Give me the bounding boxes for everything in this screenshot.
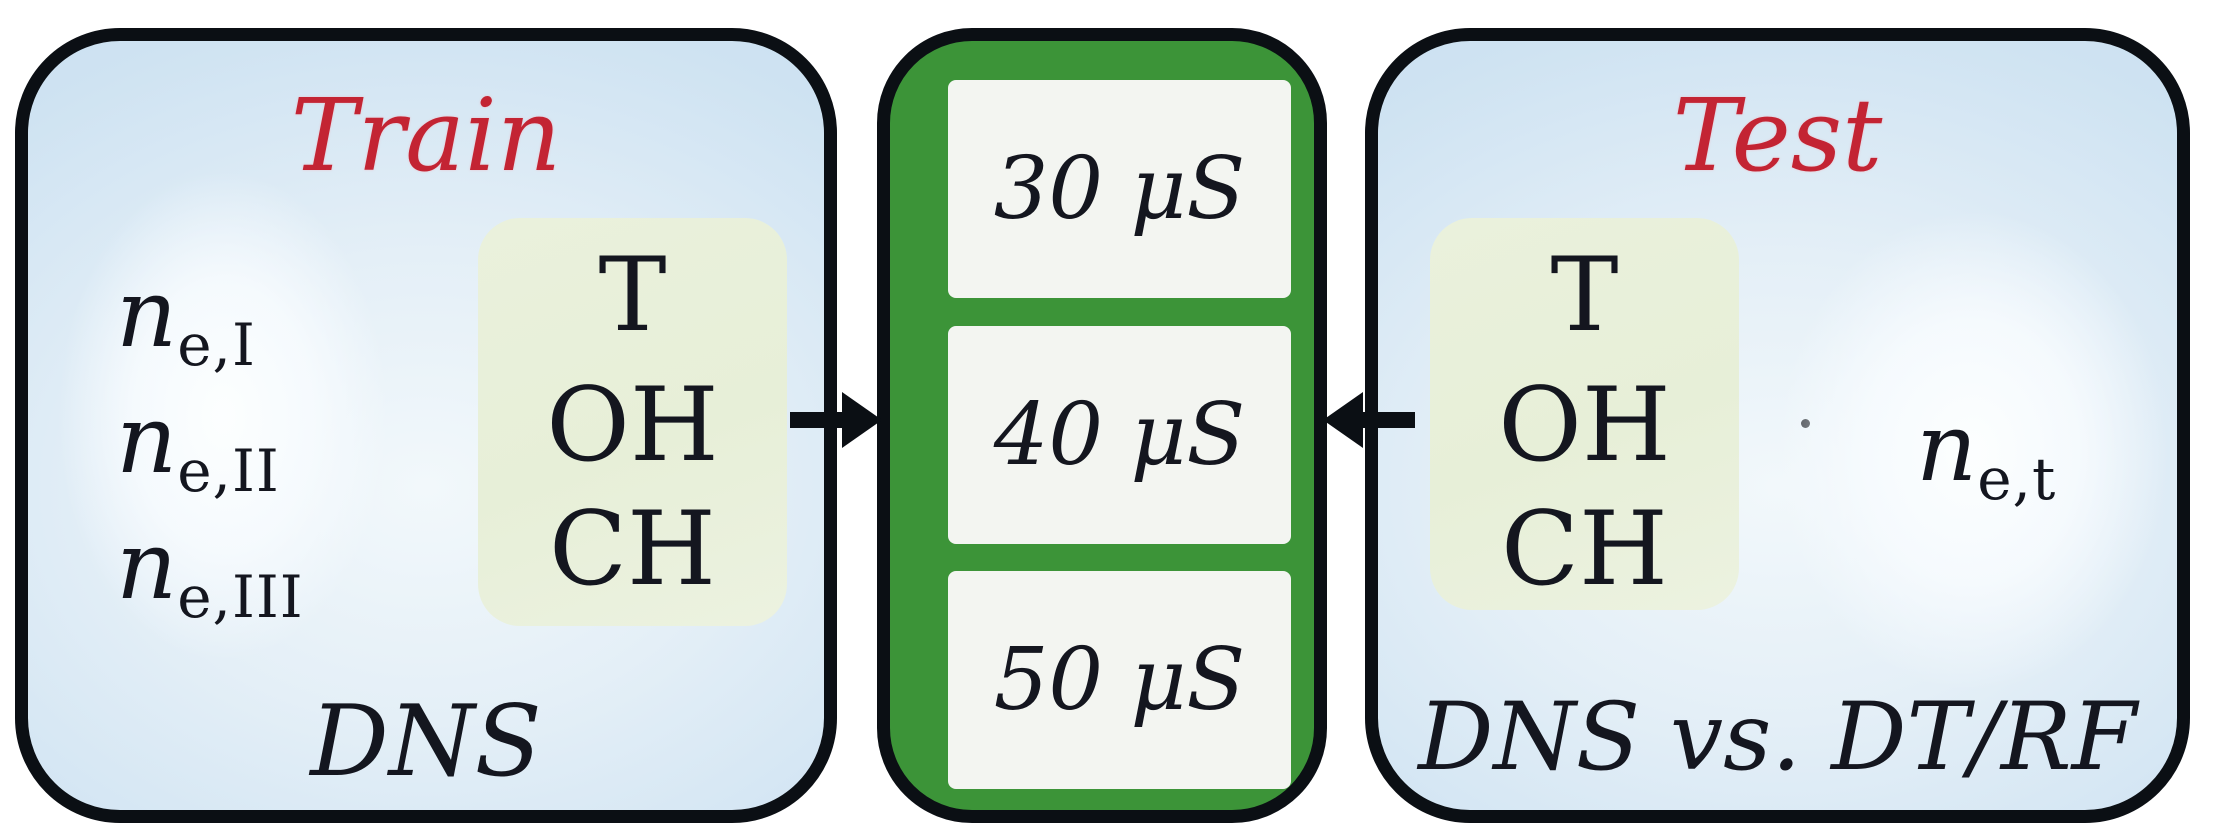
species-oh: OH [1498,366,1671,485]
arrow-head [1323,392,1363,448]
density-subscript: e,III [177,562,304,631]
species-oh: OH [546,366,719,485]
arrow-shaft [790,412,842,428]
time-label: 50 μS [993,630,1246,730]
test-caption: DNS vs. DT/RF [1418,683,2137,792]
species-temperature: T [598,236,667,355]
time-box-40: 40 μS [948,326,1291,544]
density-label-ne1: ne,I [116,259,256,379]
time-box-50: 50 μS [948,571,1291,789]
test-density-ellipse [1778,211,2168,691]
density-subscript: e,II [177,436,280,505]
species-temperature: T [1550,236,1619,355]
density-symbol: n [116,259,178,369]
density-label-ne3: ne,III [116,511,304,631]
density-subscript: e,I [177,310,256,379]
test-species-box: T OH CH [1430,218,1739,610]
density-symbol: n [1916,393,1978,503]
test-panel: Test T OH CH ne,t DNS vs. DT/RF [1365,28,2190,823]
species-ch: CH [549,490,716,609]
time-label: 40 μS [993,385,1246,485]
time-box-30: 30 μS [948,80,1291,298]
train-panel-title: Train [290,77,562,194]
arrow-head [842,392,882,448]
arrow-left-icon [1323,392,1415,448]
density-label-net: ne,t [1916,393,2056,513]
train-species-box: T OH CH [478,218,787,626]
density-symbol: n [116,511,178,621]
train-density-ellipse [58,171,388,661]
time-panel: 30 μS 40 μS 50 μS [877,28,1327,823]
species-ch: CH [1501,490,1668,609]
test-panel-title: Test [1672,77,1883,194]
density-symbol: n [116,385,178,495]
train-caption: DNS [310,685,542,799]
arrow-shaft [1363,412,1415,428]
density-label-ne2: ne,II [116,385,280,505]
train-panel: Train ne,I ne,II ne,III T OH CH DNS [15,28,837,823]
density-subscript: e,t [1977,444,2057,513]
time-label: 30 μS [993,139,1246,239]
arrow-right-icon [790,392,882,448]
